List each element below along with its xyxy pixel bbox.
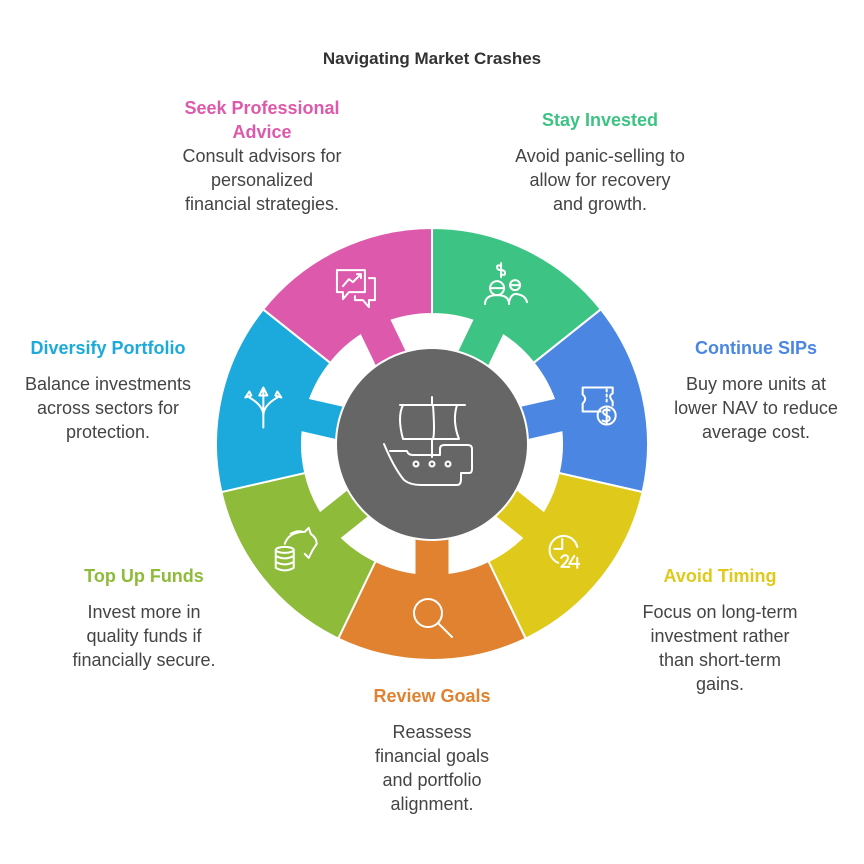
label-seek-advice: Seek Professional Advice Consult advisor… [162, 96, 362, 216]
segment-review-goals [336, 535, 528, 661]
label-continue-sips: Continue SIPs Buy more units at lower NA… [666, 336, 846, 444]
segment-tab [297, 398, 347, 440]
label-title: Avoid Timing [663, 566, 777, 586]
ship-icon [383, 396, 473, 486]
label-description: Reassess financial goals and portfolio a… [374, 722, 490, 814]
diagram-title: Navigating Market Crashes [322, 49, 542, 68]
segment-tab [415, 535, 449, 578]
investors-dollar-icon [484, 262, 529, 306]
label-description: Buy more units at lower NAV to reduce av… [674, 374, 838, 442]
label-title: Seek Professional Advice [184, 98, 340, 142]
label-title: Top Up Funds [84, 566, 204, 586]
magnifier-icon [413, 598, 453, 638]
label-description: Focus on long-term investment rather tha… [642, 602, 798, 694]
label-description: Consult advisors for personalized financ… [182, 146, 342, 214]
split-arrows-icon [244, 386, 283, 429]
ticket-dollar-icon [581, 386, 617, 426]
label-diversify: Diversify Portfolio Balance investments … [8, 336, 208, 444]
label-title: Continue SIPs [694, 338, 817, 358]
label-description: Balance investments across sectors for p… [24, 374, 192, 442]
label-title: Stay Invested [541, 110, 659, 130]
segment-tab [517, 398, 567, 440]
label-title: Review Goals [373, 686, 491, 706]
chat-chart-icon [335, 269, 376, 309]
segment-continue-sips [517, 307, 649, 494]
label-stay-invested: Stay Invested Avoid panic-selling to all… [510, 108, 690, 216]
label-title: Diversify Portfolio [30, 338, 186, 358]
label-review-goals: Review Goals Reassess financial goals an… [342, 684, 522, 816]
label-description: Invest more in quality funds if financia… [72, 602, 216, 670]
segment-arc [261, 226, 433, 365]
label-top-up: Top Up Funds Invest more in quality fund… [54, 564, 234, 672]
clock-24-icon [548, 534, 581, 569]
label-avoid-timing: Avoid Timing Focus on long-term investme… [630, 564, 810, 696]
piggy-bank-coins-icon [274, 526, 318, 572]
label-description: Avoid panic-selling to allow for recover… [515, 146, 685, 214]
